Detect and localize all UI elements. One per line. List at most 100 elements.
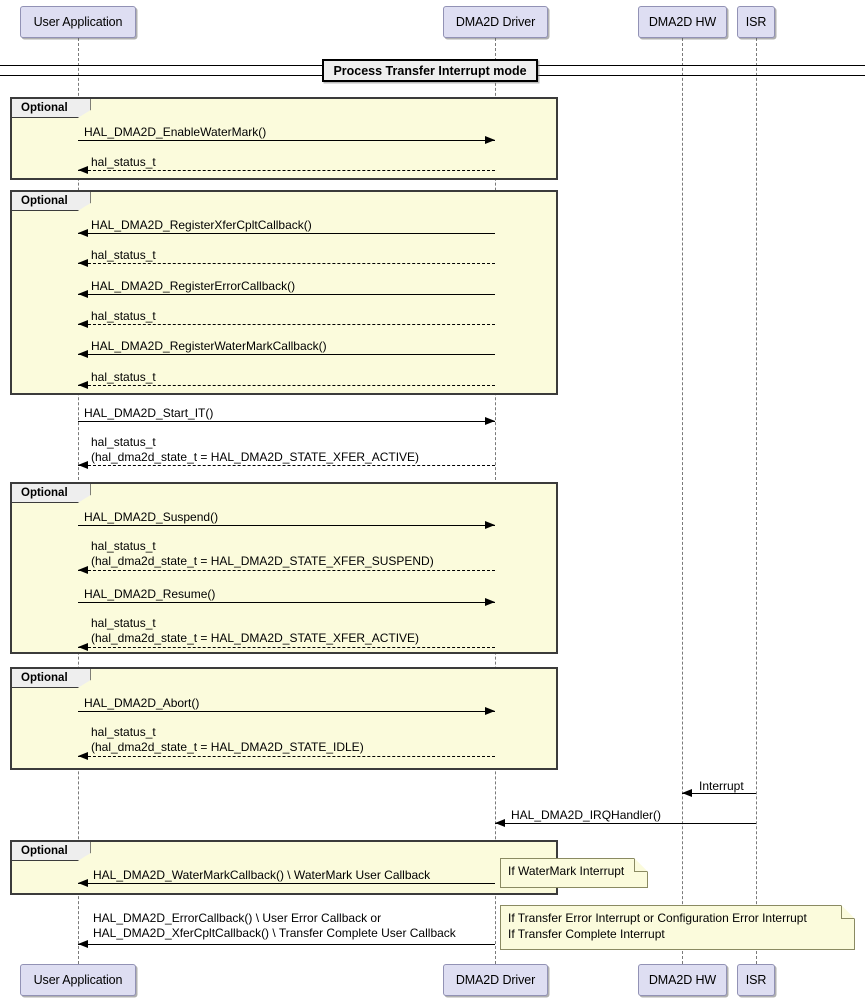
arrowhead-left [78, 643, 88, 651]
message-label-line: HAL_DMA2D_WaterMarkCallback() \ WaterMar… [93, 868, 431, 882]
message-label-m17: Interrupt [699, 779, 744, 794]
message-label-line: HAL_DMA2D_XferCpltCallback() \ Transfer … [93, 926, 456, 940]
participant-label: DMA2D HW [648, 973, 717, 987]
message-label-line: hal_status_t [91, 435, 156, 449]
message-line-m18 [495, 823, 756, 824]
message-line-m2 [78, 170, 495, 171]
arrowhead-right [485, 598, 495, 606]
participant-driver-top[interactable]: DMA2D Driver [443, 6, 548, 38]
message-label-line: HAL_DMA2D_Abort() [84, 696, 200, 710]
participant-driver-bottom[interactable]: DMA2D Driver [443, 964, 548, 996]
message-line-m6 [78, 324, 495, 325]
message-label-line: HAL_DMA2D_RegisterXferCpltCallback() [91, 218, 312, 232]
message-label-line: (hal_dma2d_state_t = HAL_DMA2D_STATE_XFE… [91, 631, 420, 645]
arrowhead-left [78, 350, 88, 358]
message-line-m12 [78, 570, 495, 571]
message-label-line: (hal_dma2d_state_t = HAL_DMA2D_STATE_IDL… [91, 740, 364, 754]
note-text: If WaterMark Interrupt [508, 864, 625, 878]
message-label-line: HAL_DMA2D_RegisterWaterMarkCallback() [91, 339, 327, 353]
message-line-m13 [78, 602, 495, 603]
message-label-m16: hal_status_t(hal_dma2d_state_t = HAL_DMA… [91, 725, 364, 755]
message-label-m12: hal_status_t(hal_dma2d_state_t = HAL_DMA… [91, 539, 434, 569]
arrowhead-right [485, 521, 495, 529]
participant-isr-bottom[interactable]: ISR [737, 964, 775, 996]
note-watermark: If WaterMark Interrupt [500, 858, 648, 888]
participant-hw-bottom[interactable]: DMA2D HW [638, 964, 727, 996]
fragment-tab: Optional [12, 669, 91, 688]
participant-label: ISR [745, 15, 767, 29]
arrowhead-left [78, 290, 88, 298]
message-line-m1 [78, 140, 495, 141]
arrowhead-left [78, 381, 88, 389]
arrowhead-right [485, 417, 495, 425]
message-line-m5 [78, 294, 495, 295]
fragment-tab: Optional [12, 192, 91, 211]
message-label-line: hal_status_t [91, 725, 156, 739]
message-label-m6: hal_status_t [91, 309, 156, 324]
arrowhead-left [495, 819, 505, 827]
message-line-m20 [78, 944, 495, 945]
frag-watermark-callback: Optional [10, 840, 558, 895]
message-label-m7: HAL_DMA2D_RegisterWaterMarkCallback() [91, 339, 327, 354]
arrowhead-right [485, 707, 495, 715]
note-text: If Transfer Error Interrupt or Configura… [508, 911, 807, 941]
lifeline-isr [756, 38, 757, 964]
arrowhead-right [485, 136, 495, 144]
participant-isr-top[interactable]: ISR [737, 6, 775, 38]
arrowhead-left [78, 752, 88, 760]
message-line-m7 [78, 354, 495, 355]
fragment-tab: Optional [12, 484, 91, 503]
arrowhead-left [78, 229, 88, 237]
message-label-m13: HAL_DMA2D_Resume() [84, 587, 215, 602]
message-label-m3: HAL_DMA2D_RegisterXferCpltCallback() [91, 218, 312, 233]
fragment-tab: Optional [12, 99, 91, 118]
message-label-line: (hal_dma2d_state_t = HAL_DMA2D_STATE_XFE… [91, 450, 420, 464]
message-label-line: HAL_DMA2D_IRQHandler() [511, 808, 662, 822]
message-label-m2: hal_status_t [91, 155, 156, 170]
message-label-line: HAL_DMA2D_Suspend() [84, 510, 219, 524]
message-label-m10: hal_status_t(hal_dma2d_state_t = HAL_DMA… [91, 435, 419, 465]
participant-label: DMA2D Driver [455, 973, 536, 987]
message-label-line: hal_status_t [91, 248, 156, 262]
lifeline-hw [682, 38, 683, 964]
message-line-m4 [78, 263, 495, 264]
frag-register-callbacks: Optional [10, 190, 558, 395]
participant-label: DMA2D HW [648, 15, 717, 29]
arrowhead-left [78, 320, 88, 328]
message-label-m8: hal_status_t [91, 370, 156, 385]
participant-label: User Application [33, 15, 123, 29]
message-label-line: (hal_dma2d_state_t = HAL_DMA2D_STATE_XFE… [91, 554, 434, 568]
arrowhead-left [682, 789, 692, 797]
message-label-m18: HAL_DMA2D_IRQHandler() [511, 808, 661, 823]
message-line-m15 [78, 711, 495, 712]
frag-abort: Optional [10, 667, 558, 770]
message-label-line: HAL_DMA2D_EnableWaterMark() [84, 125, 267, 139]
participant-hw-top[interactable]: DMA2D HW [638, 6, 727, 38]
message-label-m14: hal_status_t(hal_dma2d_state_t = HAL_DMA… [91, 616, 419, 646]
message-line-m11 [78, 525, 495, 526]
note-transfer: If Transfer Error Interrupt or Configura… [500, 905, 855, 950]
message-label-line: HAL_DMA2D_RegisterErrorCallback() [91, 279, 296, 293]
message-label-line: Interrupt [699, 779, 744, 793]
message-line-m14 [78, 647, 495, 648]
message-line-m3 [78, 233, 495, 234]
message-label-m5: HAL_DMA2D_RegisterErrorCallback() [91, 279, 295, 294]
message-label-m11: HAL_DMA2D_Suspend() [84, 510, 218, 525]
arrowhead-left [78, 461, 88, 469]
frag-suspend-resume: Optional [10, 482, 558, 654]
participant-label: User Application [33, 973, 123, 987]
message-line-m8 [78, 385, 495, 386]
participant-user-bottom[interactable]: User Application [20, 964, 136, 996]
message-line-m16 [78, 756, 495, 757]
message-line-m17 [682, 793, 756, 794]
message-label-line: hal_status_t [91, 309, 156, 323]
participant-user-top[interactable]: User Application [20, 6, 136, 38]
arrowhead-left [78, 166, 88, 174]
message-label-m9: HAL_DMA2D_Start_IT() [84, 406, 213, 421]
message-label-line: hal_status_t [91, 155, 156, 169]
fragment-tab: Optional [12, 842, 91, 861]
message-label-m19: HAL_DMA2D_WaterMarkCallback() \ WaterMar… [93, 868, 430, 883]
message-label-line: HAL_DMA2D_ErrorCallback() \ User Error C… [93, 911, 382, 925]
arrowhead-left [78, 940, 88, 948]
